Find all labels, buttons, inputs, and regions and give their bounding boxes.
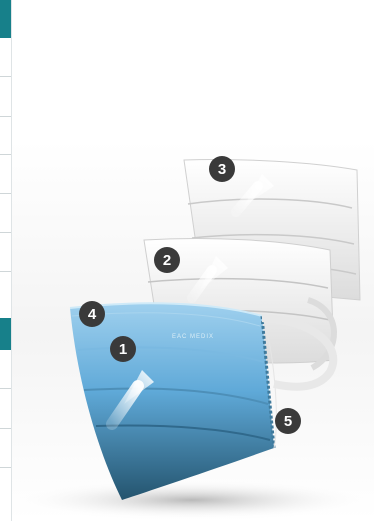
badge-label: 1: [119, 341, 127, 358]
active-tab-indicator: [0, 0, 11, 38]
badge-label: 3: [218, 161, 226, 178]
badge-label: 5: [284, 413, 292, 430]
badge-label: 4: [88, 306, 97, 323]
nav-divider: [0, 154, 11, 155]
nav-divider: [0, 271, 11, 272]
nav-divider: [0, 116, 11, 117]
nav-divider: [0, 467, 11, 468]
layer-badge-5: 5: [275, 408, 301, 434]
mask-brand-text: EAC MEDIX: [172, 334, 214, 340]
nav-divider: [0, 428, 11, 429]
nav-divider: [0, 232, 11, 233]
badge-label: 2: [163, 252, 171, 269]
mask-layers-illustration: EAC MEDIX 3 2 4 1 5: [12, 0, 374, 521]
layer-badge-4: 4: [79, 301, 105, 327]
left-nav-strip: [0, 0, 11, 521]
nav-divider: [0, 388, 11, 389]
layer-badge-1: 1: [110, 336, 136, 362]
layer-badge-2: 2: [154, 247, 180, 273]
nav-divider: [0, 76, 11, 77]
active-tab-indicator: [0, 318, 11, 350]
nav-divider: [0, 193, 11, 194]
layer-badge-3: 3: [209, 156, 235, 182]
floor-shadow: [12, 480, 372, 520]
